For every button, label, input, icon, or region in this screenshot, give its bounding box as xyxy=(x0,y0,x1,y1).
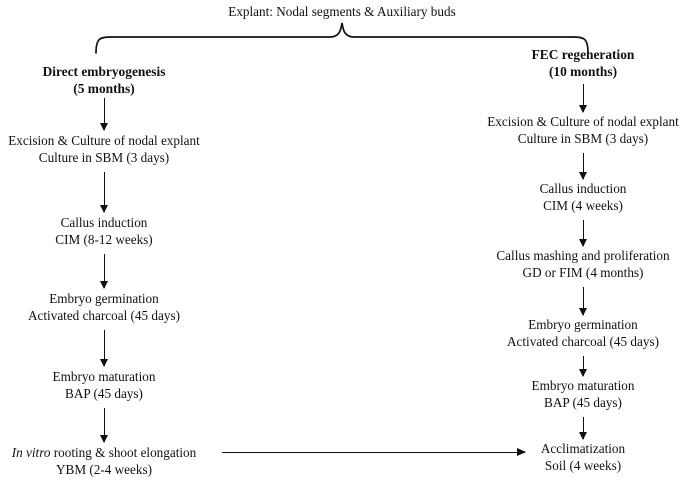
arrow-stem xyxy=(583,356,584,376)
node-fec-acclimatization: Acclimatization Soil (4 weeks) xyxy=(449,440,685,474)
branch-heading-direct-embryogenesis: Direct embryogenesis (5 months) xyxy=(4,63,204,98)
arrow-stem xyxy=(583,220,584,246)
branch-heading-line1: Direct embryogenesis xyxy=(42,64,166,79)
arrow-stem xyxy=(104,254,105,288)
arrow-head xyxy=(517,447,526,456)
branch-heading-line2: (10 months) xyxy=(548,64,618,80)
arrow-head xyxy=(579,172,588,180)
node-line2: Soil (4 weeks) xyxy=(544,458,622,474)
arrow-head xyxy=(100,205,109,213)
node-line1: Callus induction xyxy=(539,181,627,196)
node-direct-embryo-germination: Embryo germination Activated charcoal (4… xyxy=(0,290,238,324)
node-fec-callus-mashing: Callus mashing and proliferation GD or F… xyxy=(449,247,685,281)
node-line1: Excision & Culture of nodal explant xyxy=(8,133,200,148)
node-direct-in-vitro-rooting: In vitro rooting & shoot elongation YBM … xyxy=(0,444,238,478)
node-line1: Excision & Culture of nodal explant xyxy=(487,114,679,129)
node-fec-callus-induction: Callus induction CIM (4 weeks) xyxy=(449,180,685,214)
node-line1: Embryo germination xyxy=(49,291,159,306)
arrow-head xyxy=(100,123,109,131)
arrow-head xyxy=(579,105,588,113)
node-line1: Embryo maturation xyxy=(52,369,156,384)
node-line1: Embryo maturation xyxy=(531,378,635,393)
node-direct-excision-culture: Excision & Culture of nodal explant Cult… xyxy=(0,132,238,166)
arrow-stem xyxy=(104,408,105,442)
node-fec-embryo-germination: Embryo germination Activated charcoal (4… xyxy=(449,316,685,350)
node-line2: CIM (4 weeks) xyxy=(543,198,623,214)
diagram-title-text: Explant: Nodal segments & Auxiliary buds xyxy=(228,4,456,19)
node-direct-embryo-maturation: Embryo maturation BAP (45 days) xyxy=(0,368,238,402)
node-line2: Activated charcoal (45 days) xyxy=(507,334,659,350)
node-line1: Embryo germination xyxy=(528,317,638,332)
split-brace xyxy=(92,20,592,54)
node-fec-embryo-maturation: Embryo maturation BAP (45 days) xyxy=(449,377,685,411)
node-line1-rest: rooting & shoot elongation xyxy=(50,445,197,460)
node-line1: Callus mashing and proliferation xyxy=(496,248,670,263)
arrow-stem xyxy=(583,417,584,439)
arrow-stem xyxy=(583,84,584,112)
arrow-head xyxy=(579,308,588,316)
node-line2: Activated charcoal (45 days) xyxy=(28,308,180,324)
branch-heading-fec-regeneration: FEC regeneration (10 months) xyxy=(483,46,683,81)
node-fec-excision-culture: Excision & Culture of nodal explant Cult… xyxy=(449,113,685,147)
arrow-stem xyxy=(104,330,105,366)
node-line2: Culture in SBM (3 days) xyxy=(517,131,649,147)
arrow-head xyxy=(100,435,109,443)
node-direct-callus-induction: Callus induction CIM (8-12 weeks) xyxy=(0,214,238,248)
node-line1: In vitro rooting & shoot elongation xyxy=(0,444,238,461)
node-line2: GD or FIM (4 months) xyxy=(522,265,644,281)
node-line2: BAP (45 days) xyxy=(544,395,622,411)
arrow-stem xyxy=(104,98,105,130)
split-brace-path xyxy=(95,22,589,54)
arrow-head xyxy=(579,369,588,377)
arrow-head xyxy=(579,239,588,247)
arrow-stem xyxy=(583,153,584,179)
node-line2: YBM (2-4 weeks) xyxy=(56,462,152,478)
node-line2: CIM (8-12 weeks) xyxy=(55,232,153,248)
arrow-head xyxy=(579,432,588,440)
arrow-stem xyxy=(104,172,105,212)
node-line2: Culture in SBM (3 days) xyxy=(38,150,170,166)
node-line2: BAP (45 days) xyxy=(65,386,143,402)
branch-heading-line2: (5 months) xyxy=(73,81,135,97)
arrow-head xyxy=(100,359,109,367)
arrow-stem xyxy=(222,452,525,453)
node-line1: Acclimatization xyxy=(540,441,626,456)
arrow-stem xyxy=(583,287,584,315)
diagram-title: Explant: Nodal segments & Auxiliary buds xyxy=(142,3,542,20)
branch-heading-line1: FEC regeneration xyxy=(531,47,635,62)
node-line1-italic: In vitro xyxy=(11,445,51,460)
node-line1: Callus induction xyxy=(60,215,148,230)
arrow-head xyxy=(100,281,109,289)
